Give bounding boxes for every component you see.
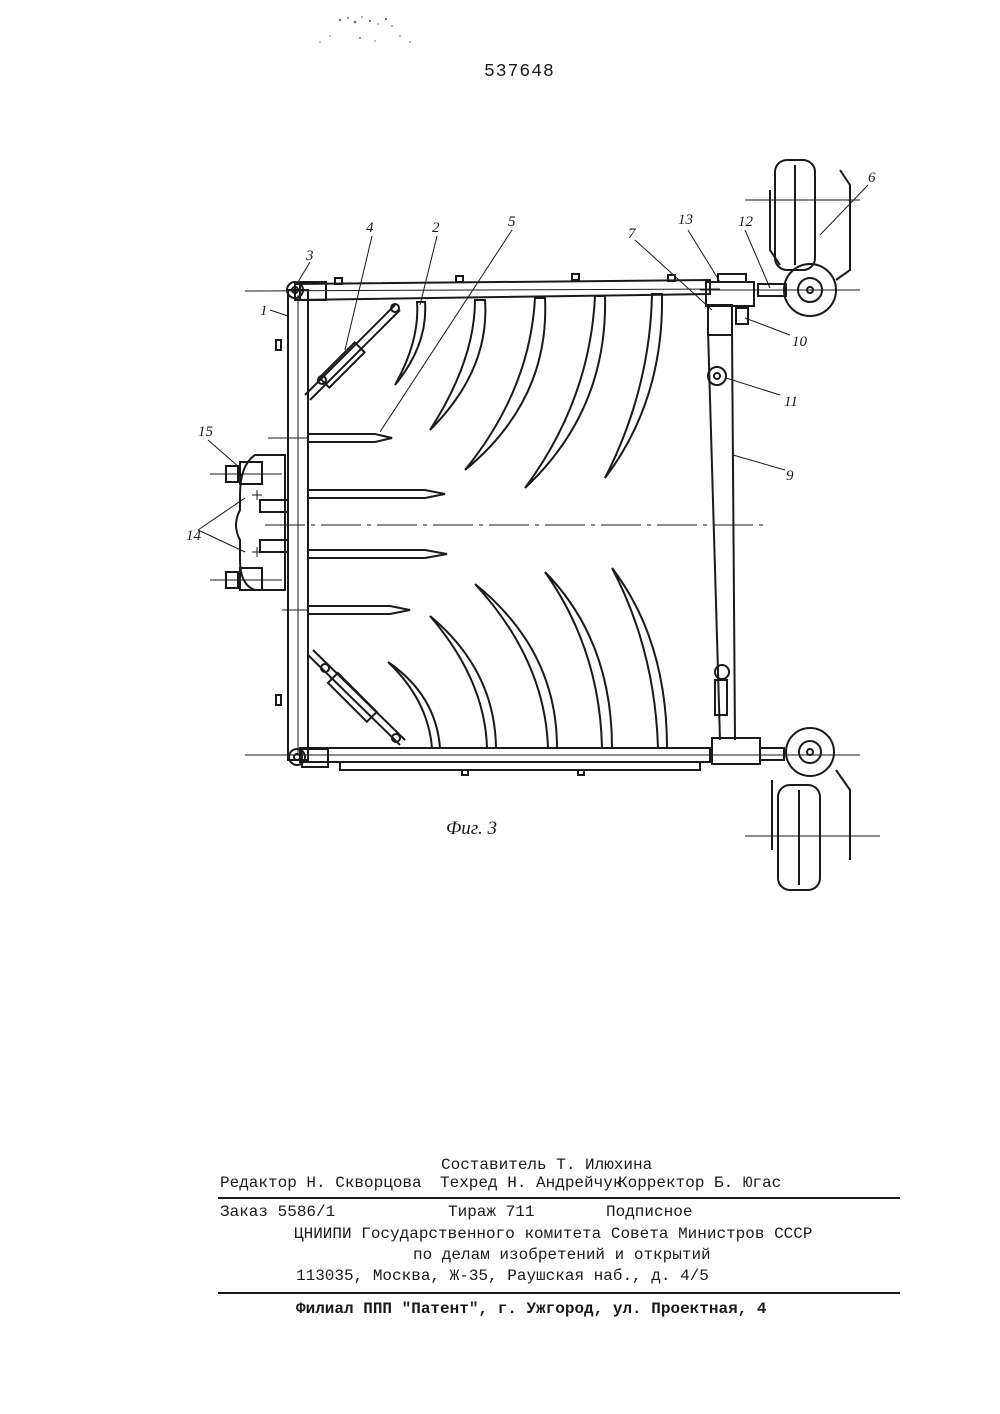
label-14: 14 (186, 528, 202, 544)
label-7: 7 (628, 226, 637, 242)
techred-line: Техред Н. Андрейчук (440, 1174, 623, 1192)
rule-bottom (218, 1292, 900, 1294)
label-2: 2 (432, 220, 440, 236)
rule-top (218, 1197, 900, 1199)
scan-noise (319, 16, 411, 43)
label-10: 10 (792, 334, 808, 350)
label-15: 15 (198, 424, 214, 440)
label-13: 13 (678, 212, 693, 228)
label-12: 12 (738, 214, 754, 230)
label-11: 11 (784, 394, 798, 410)
organization-line-2: по делам изобретений и открытий (413, 1246, 711, 1264)
label-5: 5 (508, 214, 516, 230)
address-line: 113035, Москва, Ж-35, Раушская наб., д. … (296, 1267, 709, 1285)
order-line: Заказ 5586/1 (220, 1203, 336, 1221)
corrector-line: Корректор Б. Югас (618, 1174, 782, 1192)
figure-caption: Фиг. 3 (446, 818, 497, 839)
label-9: 9 (786, 468, 794, 484)
label-4: 4 (366, 220, 374, 236)
label-3: 3 (305, 248, 314, 264)
page-number: 537648 (484, 62, 555, 82)
organization-line-1: ЦНИИПИ Государственного комитета Совета … (294, 1225, 813, 1243)
branch-line: Филиал ППП "Патент", г. Ужгород, ул. Про… (296, 1300, 767, 1318)
label-1: 1 (260, 303, 268, 319)
label-6: 6 (868, 170, 876, 186)
subscription-line: Подписное (606, 1203, 693, 1221)
editor-line: Редактор Н. Скворцова (220, 1174, 422, 1192)
technical-drawing: 4 2 5 3 1 7 13 12 6 10 11 9 15 14 Фиг. 3 (186, 159, 880, 891)
compiler-line: Составитель Т. Илюхина (441, 1156, 653, 1174)
circulation-line: Тираж 711 (448, 1203, 535, 1221)
